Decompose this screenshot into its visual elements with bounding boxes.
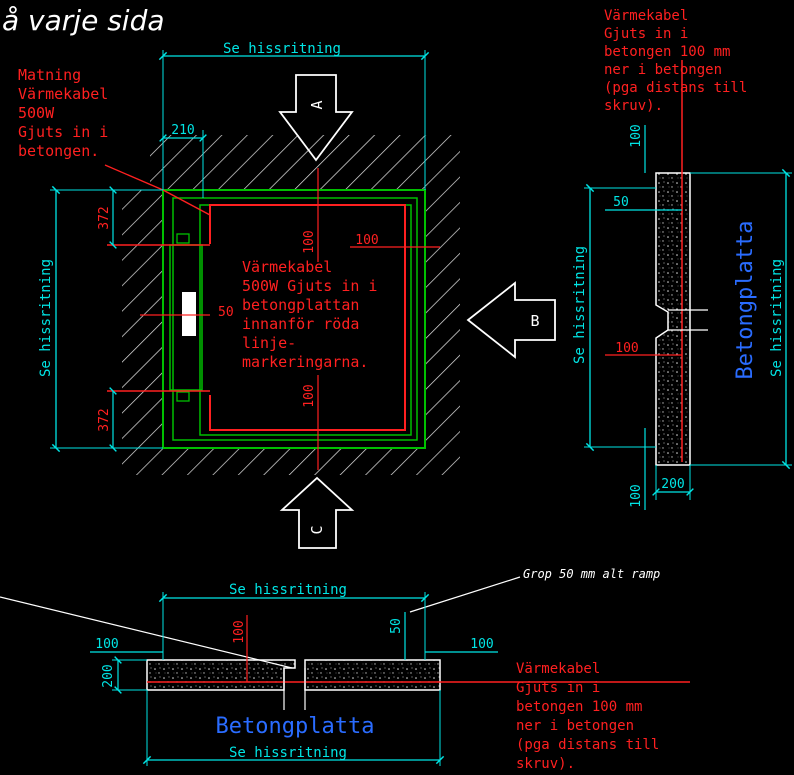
dim-372-top-label: 372: [97, 206, 112, 229]
section-b-dim-100-mid-label: 100: [615, 341, 638, 356]
view-arrow-a: [278, 74, 354, 162]
wall-hatch: [122, 135, 460, 475]
cable-note-line: 500W Gjuts in i: [242, 277, 377, 295]
dim-left-label: Se hissritning: [38, 259, 54, 377]
hinge-top: [176, 233, 190, 244]
feed-note-line: Matning: [18, 66, 81, 84]
section-b-note: Värmekabel Gjuts in i betongen 100 mm ne…: [604, 8, 747, 114]
dim-100-right-label: 100: [355, 233, 378, 248]
section-b-note-line: Gjuts in i: [604, 26, 688, 42]
section-b-slab-label: Betongplatta: [733, 221, 758, 380]
cable-note-line: innanför röda: [242, 315, 359, 333]
feed-note-line: Värmekabel: [18, 85, 108, 103]
dim-210-label: 210: [171, 123, 194, 138]
section-b-note-line: betongen 100 mm: [604, 44, 730, 60]
section-b-note-line: (pga distans till: [604, 80, 747, 96]
section-b: Värmekabel Gjuts in i betongen 100 mm ne…: [572, 8, 792, 510]
shaft-outer-outline: [162, 189, 426, 449]
dim-100-bottom-label: 100: [302, 384, 317, 407]
view-arrow-c-label: C: [308, 525, 326, 534]
section-b-dim-left-label: Se hissritning: [572, 246, 588, 364]
section-b-slab: [655, 172, 691, 466]
section-c-leader-left: [0, 596, 293, 669]
feed-note-line: 500W: [18, 104, 55, 122]
section-b-dim-200-label: 200: [661, 477, 684, 492]
section-c-dim-50-label: 50: [389, 618, 404, 634]
cable-note-line: Värmekabel: [242, 258, 332, 276]
feed-note: Matning Värmekabel 500W Gjuts in i beton…: [18, 66, 108, 160]
section-b-dim-100-top-label: 100: [629, 124, 644, 147]
section-c-dim-bottom-label: Se hissritning: [229, 745, 347, 761]
feed-note-line: betongen.: [18, 142, 99, 160]
door-label-box: [182, 292, 196, 336]
hinge-bottom: [176, 391, 190, 402]
view-arrow-b: [466, 281, 556, 359]
section-b-note-line: Värmekabel: [604, 8, 688, 24]
section-c-dim-100-vert-label: 100: [232, 620, 247, 643]
cable-note: Värmekabel 500W Gjuts in i betongplattan…: [242, 258, 377, 371]
section-c-leader-groove: [409, 576, 521, 613]
label-leader: [104, 164, 164, 191]
view-arrow-a-label: A: [308, 100, 326, 109]
dim-100-top-label: 100: [302, 230, 317, 253]
cable-note-line: betongplattan: [242, 296, 359, 314]
section-b-note-line: ner i betongen: [604, 62, 722, 78]
section-b-dim-100-bottom-label: 100: [629, 484, 644, 507]
dim-top-label: Se hissritning: [223, 41, 341, 57]
section-c-note-line: (pga distans till: [516, 737, 659, 753]
heating-cable-feed: [162, 189, 211, 216]
section-c-note-line: Gjuts in i: [516, 680, 600, 696]
section-c-groove-note: Grop 50 mm alt ramp: [523, 567, 660, 581]
section-c-dim-200-label: 200: [101, 664, 116, 687]
section-c-dim-top-label: Se hissritning: [229, 582, 347, 598]
section-c: Grop 50 mm alt ramp Se hissritning 100 1…: [0, 567, 690, 772]
plan-view: Se hissritning 210 Se hissritning 372 37…: [18, 41, 556, 549]
view-arrow-b-label: B: [530, 312, 539, 330]
heating-cable-boundary: [209, 204, 406, 431]
section-c-dim-100-right-label: 100: [470, 637, 493, 652]
cable-note-line: linje-: [242, 334, 296, 352]
section-c-note-line: ner i betongen: [516, 718, 634, 734]
section-c-note-line: betongen 100 mm: [516, 699, 642, 715]
title-fragment: å varje sida: [2, 4, 165, 37]
view-arrow-c: [279, 476, 355, 549]
section-c-note-line: skruv).: [516, 756, 575, 772]
dim-50-label: 50: [218, 305, 234, 320]
section-c-note-line: Värmekabel: [516, 661, 600, 677]
section-c-note: Värmekabel Gjuts in i betongen 100 mm ne…: [516, 661, 659, 772]
section-c-slab: [146, 659, 441, 691]
feed-note-line: Gjuts in i: [18, 123, 108, 141]
section-b-dim-right-label: Se hissritning: [769, 259, 785, 377]
dim-372-bottom-label: 372: [97, 408, 112, 431]
section-b-dim-50-label: 50: [613, 195, 629, 210]
section-c-slab-label: Betongplatta: [216, 714, 375, 739]
section-c-dim-100-left-label: 100: [95, 637, 118, 652]
section-b-note-line: skruv).: [604, 98, 663, 114]
cable-note-line: markeringarna.: [242, 353, 368, 371]
shaft-inner-outline: [172, 197, 418, 441]
